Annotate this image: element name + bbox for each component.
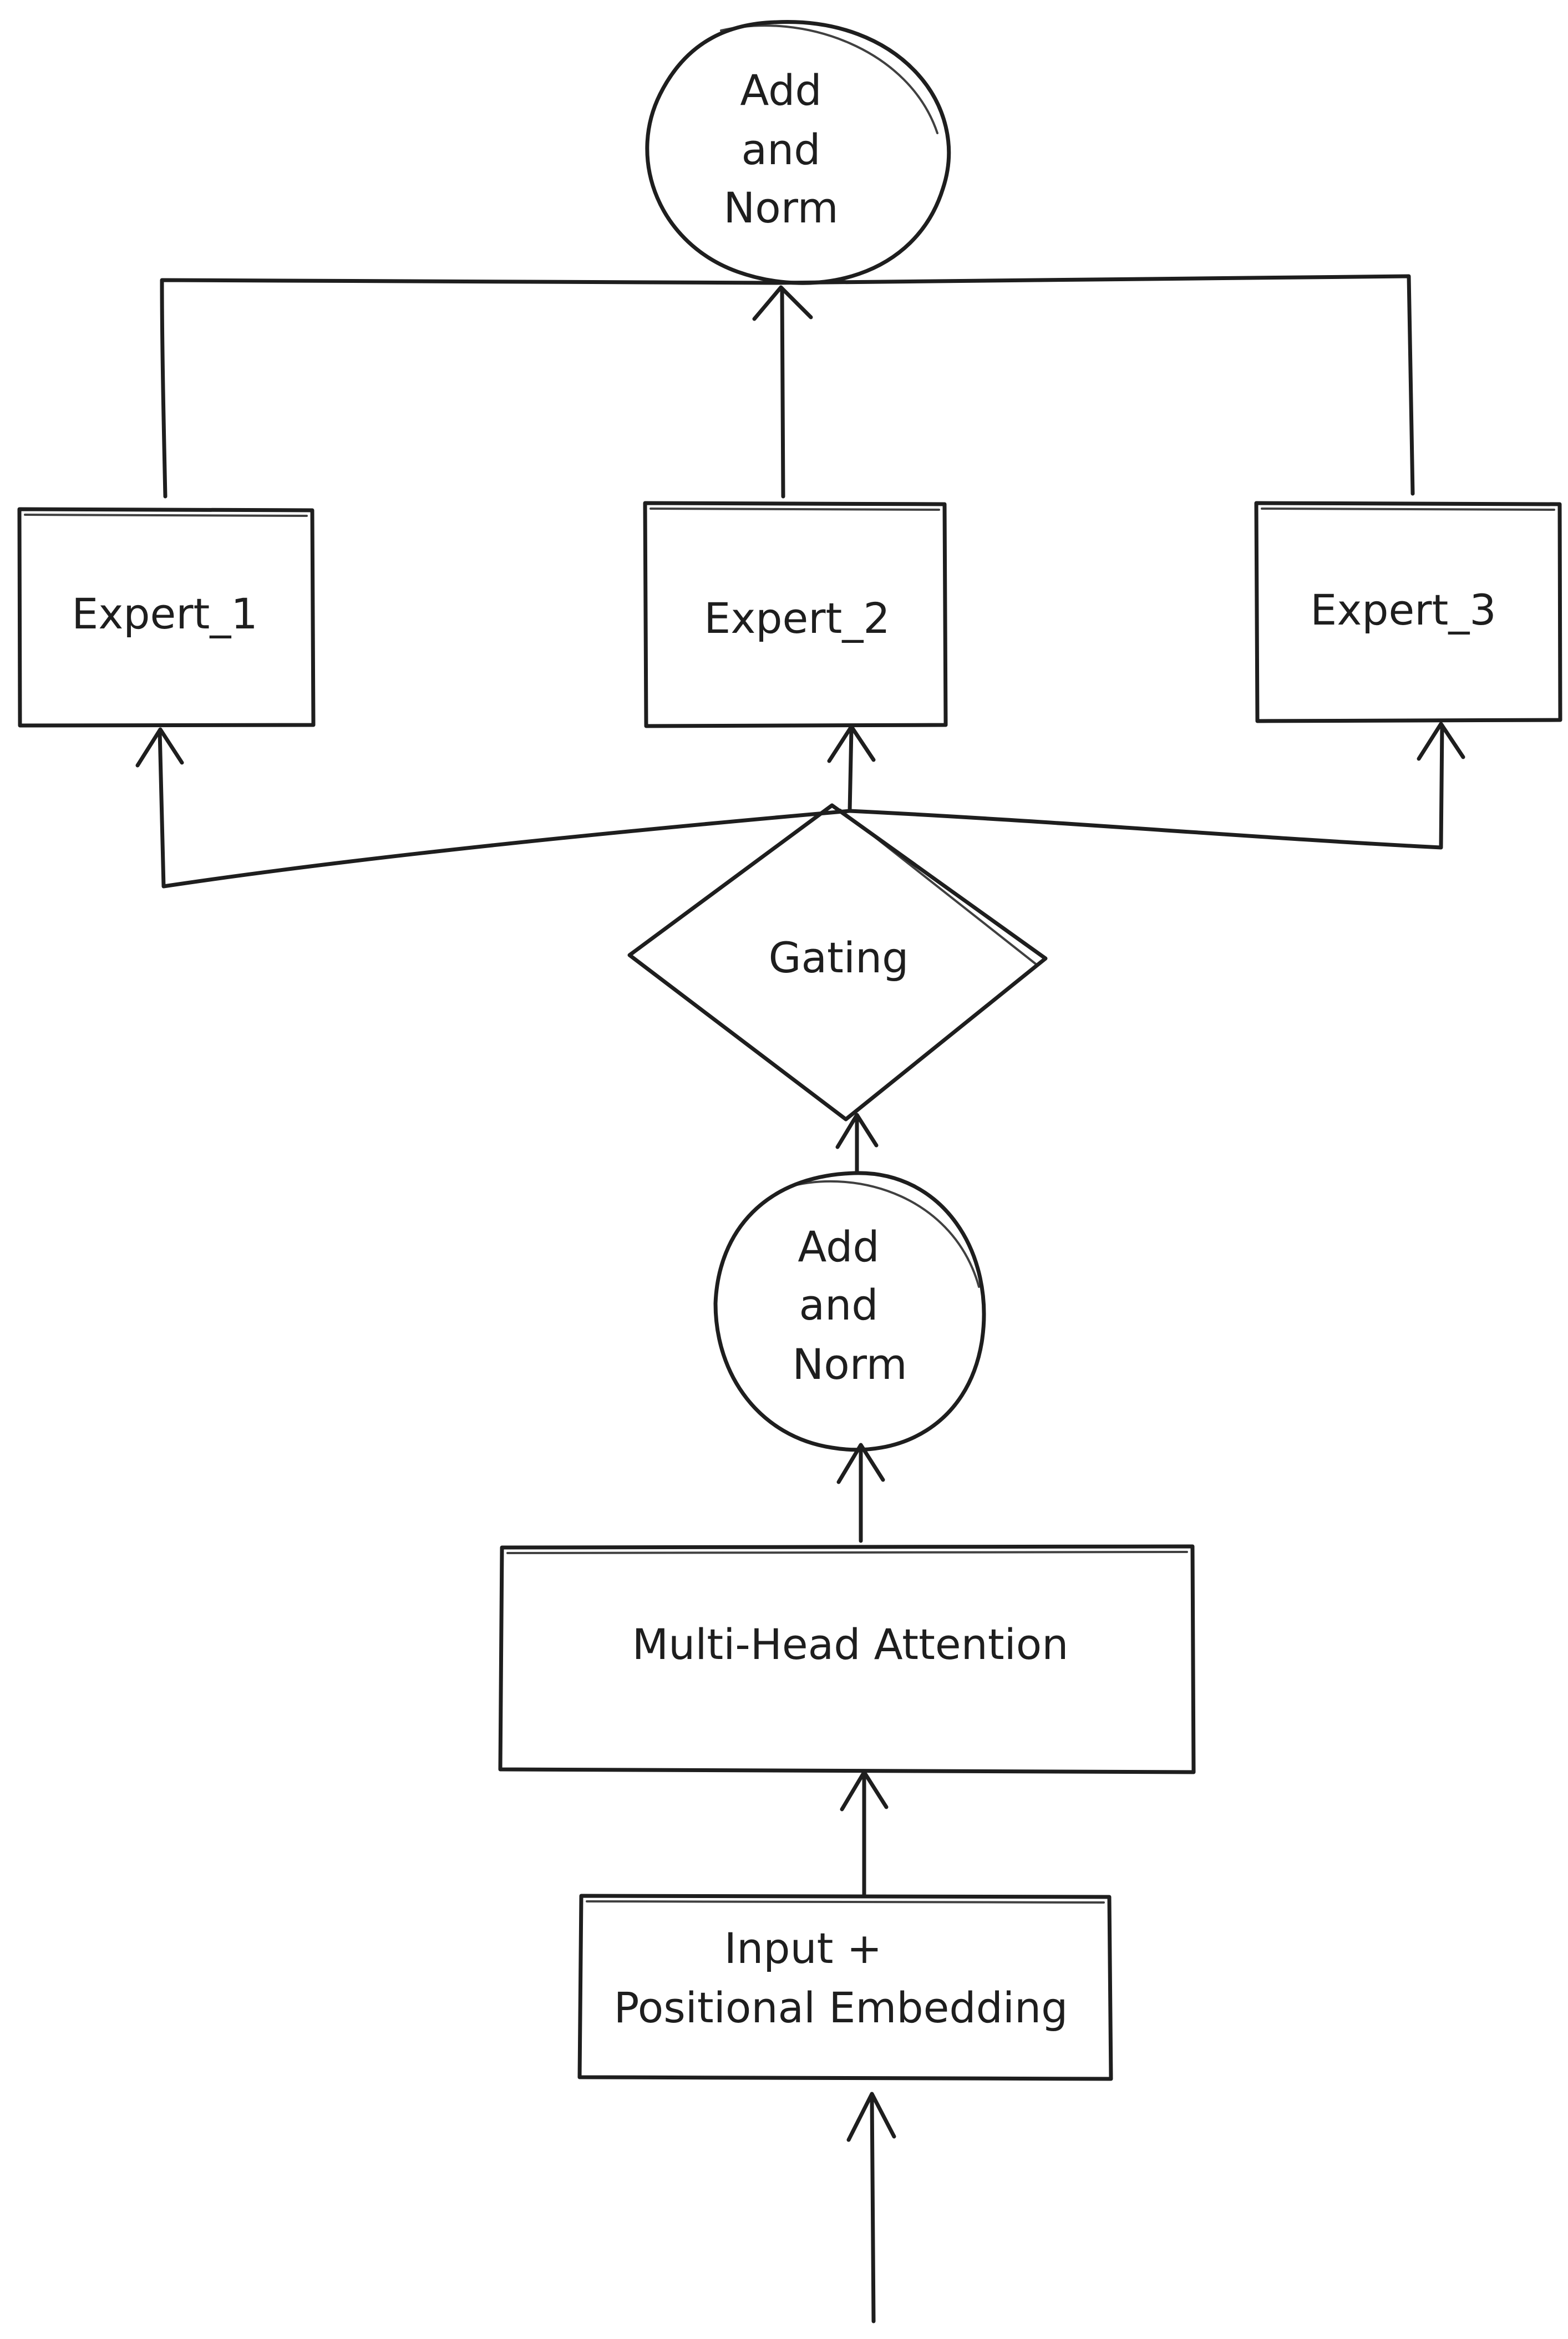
add-norm-to-gating-arrow <box>835 1113 879 1174</box>
input-arrow <box>846 2092 896 2323</box>
gating-label: Gating <box>769 933 909 982</box>
add-norm-mid-node: Add <box>713 1171 986 1452</box>
expert-2-label: Expert_2 <box>704 593 890 643</box>
add-norm-top-line-2: and <box>742 125 821 174</box>
input-embedding-node: Input + Positional Embedding <box>577 1894 1113 2081</box>
expert-3-box: Expert_3 <box>1254 501 1562 723</box>
expert-1-label: Expert_1 <box>72 589 257 638</box>
add-norm-top-line-1: Add <box>740 65 821 115</box>
input-embedding-line-1: Input + <box>724 1924 882 1973</box>
multi-head-attention-node: Multi-Head Attention <box>498 1544 1196 1774</box>
add-norm-mid-line-2: and <box>799 1280 879 1330</box>
expert-2-box: Expert_2 <box>643 501 948 728</box>
attention-to-add-norm-arrow <box>836 1443 885 1543</box>
gating-to-experts-connector <box>135 722 1465 889</box>
expert-merge-connector <box>160 274 1415 499</box>
expert-1-box: Expert_1 <box>17 507 316 728</box>
multi-head-attention-label: Multi-Head Attention <box>632 1620 1069 1669</box>
add-norm-mid-line-3: Norm <box>792 1340 907 1389</box>
gating-node: Gating <box>627 803 1048 1122</box>
add-norm-mid-line-1: Add <box>798 1222 879 1271</box>
input-embedding-line-2: Positional Embedding <box>614 1983 1068 2032</box>
add-norm-top-line-3: Norm <box>723 183 838 232</box>
expert-3-label: Expert_3 <box>1310 585 1496 635</box>
add-norm-top-node: Add and Norm <box>645 20 951 285</box>
embedding-to-attention-arrow <box>840 1770 889 1896</box>
